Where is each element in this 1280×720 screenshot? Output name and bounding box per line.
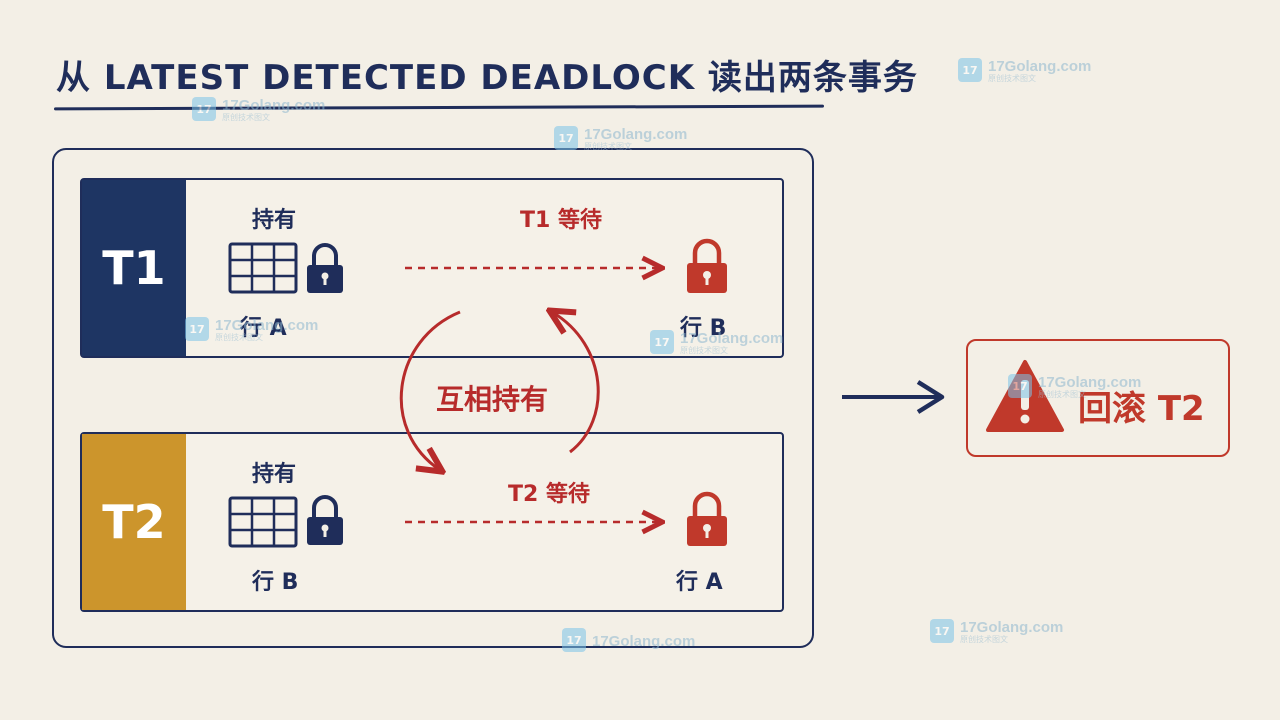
cycle-label: 互相持有 <box>436 383 549 416</box>
deadlock-panel <box>52 148 814 648</box>
t1-held-row-label: 行 A <box>240 316 287 341</box>
t1-holds-label: 持有 <box>252 208 297 233</box>
t1-held-lock-icon <box>307 243 343 293</box>
transaction-tag-t1: T1 <box>82 180 186 356</box>
t2-waited-row-label: 行 A <box>676 570 723 595</box>
t2-waits-label: T2 等待 <box>508 482 590 507</box>
t2-waited-lock-icon <box>687 491 727 546</box>
rollback-result-box: 回滚 T2 <box>966 339 1230 457</box>
t2-held-row-label: 行 B <box>252 570 299 595</box>
t1-waits-label: T1 等待 <box>520 208 602 233</box>
t2-holds-label: 持有 <box>252 462 297 487</box>
transaction-tag-t2: T2 <box>82 434 186 610</box>
cycle-arrow-left <box>399 310 461 470</box>
result-arrow <box>842 380 945 414</box>
t1-waited-row-label: 行 B <box>680 316 727 341</box>
t2-row-table-icon <box>228 496 298 548</box>
t2-held-lock-icon <box>307 495 343 545</box>
t1-row-table-icon <box>228 242 298 294</box>
t1-waited-lock-icon <box>687 238 727 293</box>
rollback-result-text: 回滚 T2 <box>1078 389 1205 429</box>
diagram-title: 从 LATEST DETECTED DEADLOCK 读出两条事务 <box>56 58 918 98</box>
cycle-arrow-right <box>552 312 600 454</box>
